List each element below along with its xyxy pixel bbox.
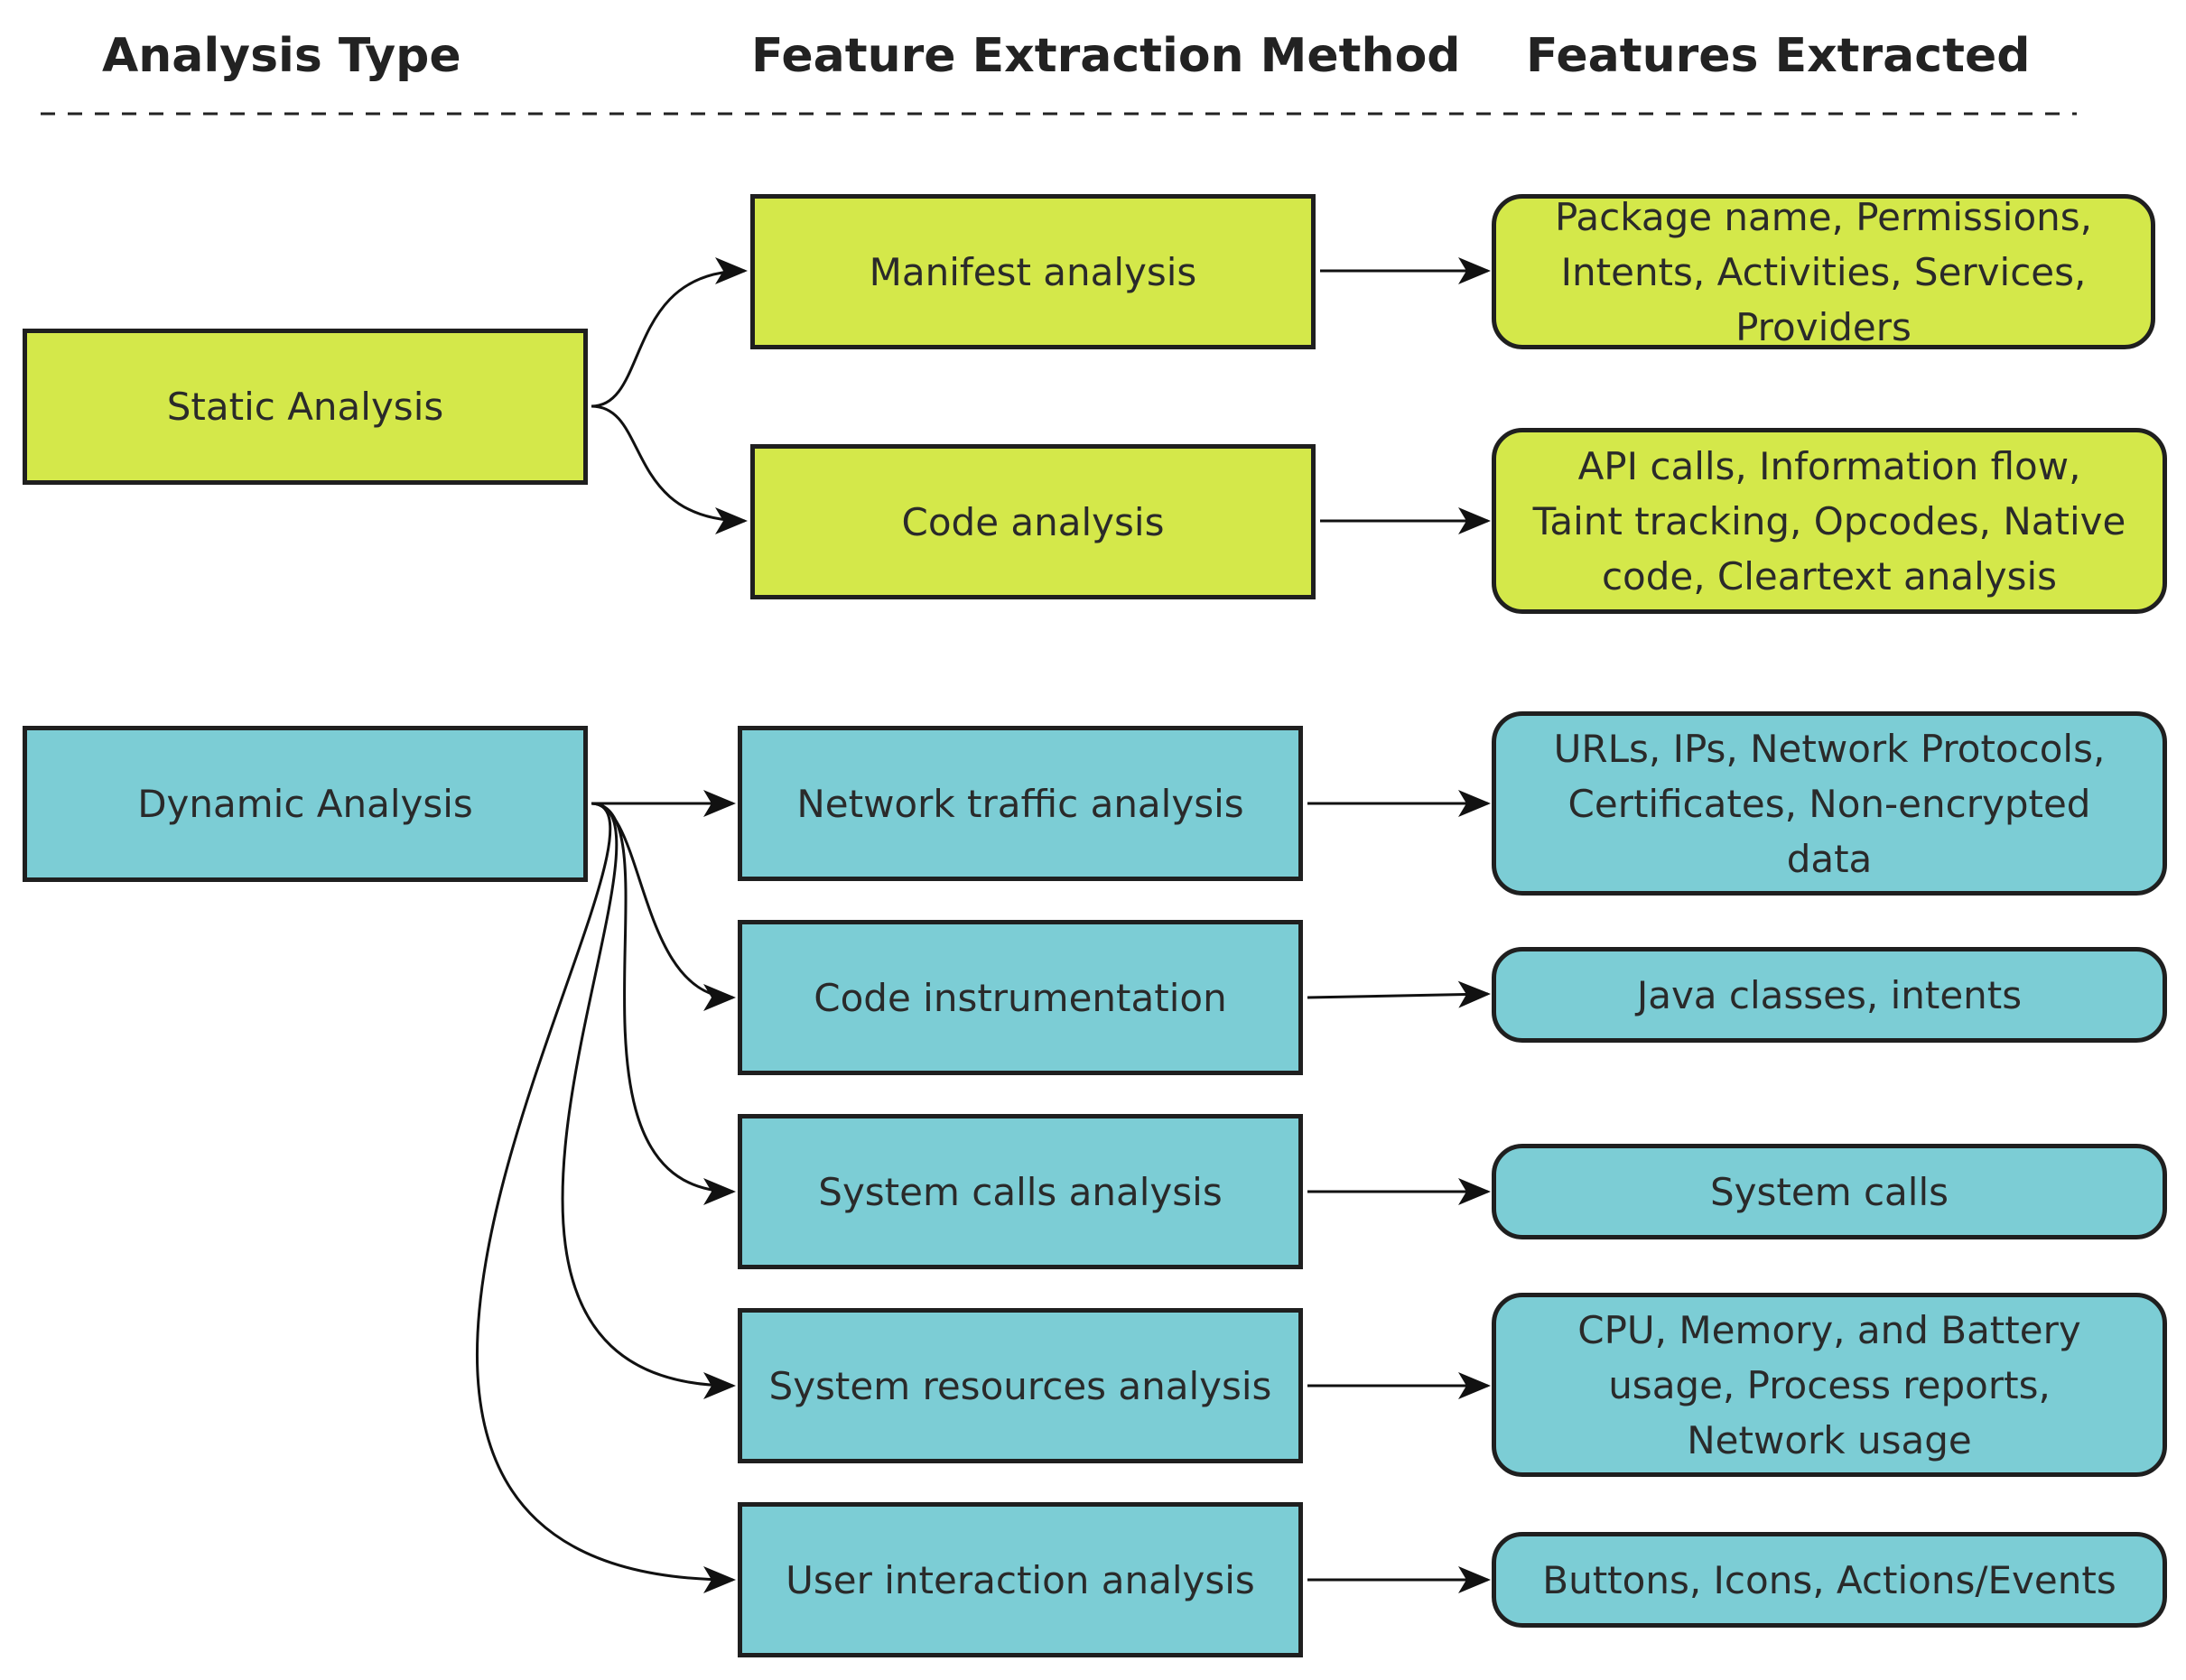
node-syscalls-features: System calls [1492, 1144, 2167, 1239]
node-resources-features-label: CPU, Memory, and Battery usage, Process … [1577, 1307, 2081, 1462]
node-network-traffic-analysis-label: Network traffic analysis [796, 781, 1244, 826]
node-network-features: URLs, IPs, Network Protocols, Certificat… [1492, 711, 2167, 896]
node-user-interaction-analysis-label: User interaction analysis [786, 1557, 1255, 1602]
node-code-analysis-label: Code analysis [901, 499, 1165, 544]
node-syscalls-features-label: System calls [1709, 1169, 1949, 1214]
node-manifest-features: Package name, Permissions, Intents, Acti… [1492, 194, 2155, 349]
node-network-traffic-analysis: Network traffic analysis [738, 726, 1303, 881]
node-manifest-analysis-label: Manifest analysis [869, 249, 1197, 294]
node-instrumentation-features: Java classes, intents [1492, 947, 2167, 1043]
node-system-calls-analysis: System calls analysis [738, 1114, 1303, 1269]
node-system-resources-analysis-label: System resources analysis [768, 1363, 1272, 1408]
header-features-extracted: Features Extracted [1526, 29, 2031, 83]
node-interaction-features-label: Buttons, Icons, Actions/Events [1542, 1557, 2116, 1602]
node-code-instrumentation: Code instrumentation [738, 920, 1303, 1075]
node-network-features-label: URLs, IPs, Network Protocols, Certificat… [1553, 726, 2106, 881]
node-system-resources-analysis: System resources analysis [738, 1308, 1303, 1463]
node-dynamic-analysis: Dynamic Analysis [23, 726, 588, 882]
edge-dynamic-to-instrumentation [591, 802, 736, 1011]
edge-static-to-code [591, 404, 748, 534]
edge-static-to-manifest [591, 257, 748, 408]
node-manifest-analysis: Manifest analysis [750, 194, 1316, 349]
edge-dynamic-to-resources [561, 802, 736, 1399]
node-code-features: API calls, Information flow, Taint track… [1492, 428, 2167, 614]
node-manifest-features-label: Package name, Permissions, Intents, Acti… [1554, 194, 2092, 349]
node-user-interaction-analysis: User interaction analysis [738, 1502, 1303, 1657]
node-code-features-label: API calls, Information flow, Taint track… [1532, 443, 2126, 599]
edge-dynamic-to-syscalls [591, 802, 736, 1205]
node-static-analysis-label: Static Analysis [166, 385, 444, 429]
header-feature-extraction-method: Feature Extraction Method [751, 29, 1461, 83]
node-code-analysis: Code analysis [750, 444, 1316, 599]
node-dynamic-analysis-label: Dynamic Analysis [137, 782, 473, 826]
node-interaction-features: Buttons, Icons, Actions/Events [1492, 1532, 2167, 1628]
edge-instrumentation-to-features [1307, 980, 1491, 1008]
node-instrumentation-features-label: Java classes, intents [1636, 972, 2023, 1017]
node-system-calls-analysis-label: System calls analysis [818, 1169, 1223, 1214]
node-code-instrumentation-label: Code instrumentation [814, 975, 1227, 1020]
node-static-analysis: Static Analysis [23, 329, 588, 485]
header-analysis-type: Analysis Type [102, 29, 461, 83]
node-resources-features: CPU, Memory, and Battery usage, Process … [1492, 1293, 2167, 1477]
edge-dynamic-to-interaction [476, 802, 736, 1593]
